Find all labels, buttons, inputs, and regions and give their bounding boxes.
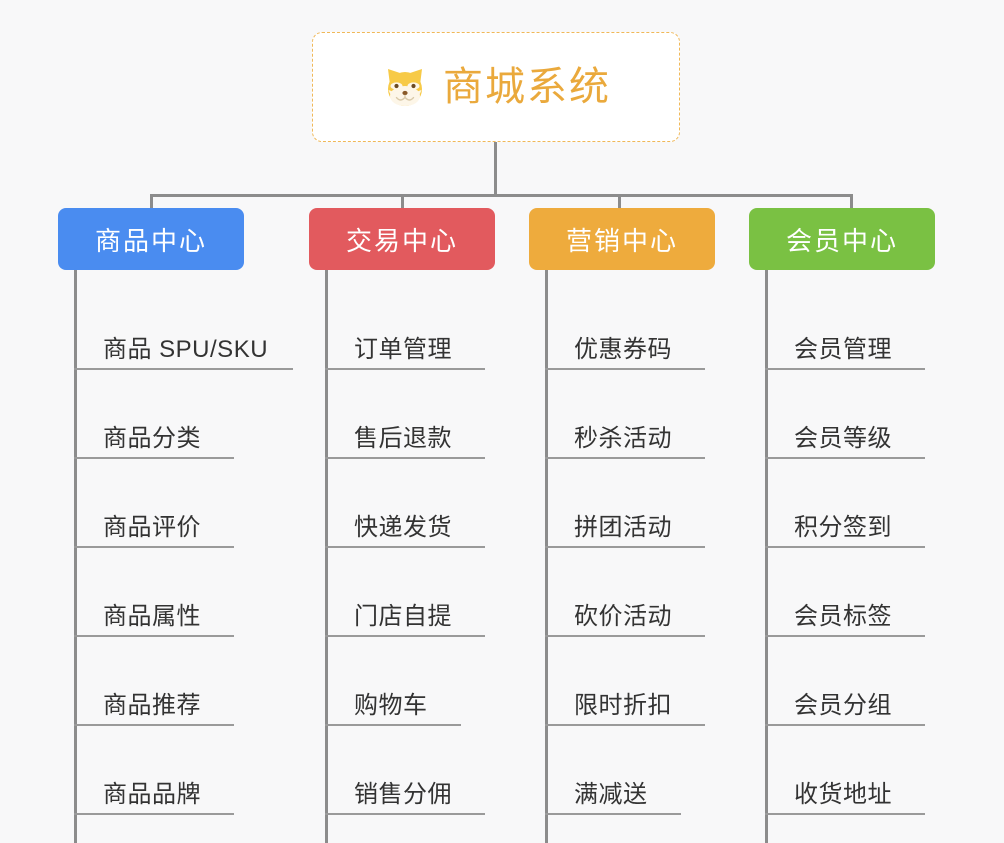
leaf-underline <box>765 368 925 370</box>
leaf-item[interactable]: 商品属性 <box>74 548 234 637</box>
leaf-underline <box>74 457 234 459</box>
leaf-item[interactable]: 秒杀活动 <box>545 370 705 459</box>
leaf-underline <box>74 724 234 726</box>
category-header-label: 交易中心 <box>345 225 458 256</box>
leaf-item[interactable]: 商品分类 <box>74 370 234 459</box>
category-header-label: 营销中心 <box>565 225 678 256</box>
leaf-underline <box>325 546 485 548</box>
leaf-item[interactable]: 砍价活动 <box>545 548 705 637</box>
leaf-label: 商品评价 <box>103 513 201 541</box>
leaf-label: 收货地址 <box>794 780 892 808</box>
leaf-label: 商品推荐 <box>103 691 201 719</box>
leaf-item[interactable]: 商品评价 <box>74 459 234 548</box>
leaf-underline <box>765 635 925 637</box>
leaf-underline <box>765 724 925 726</box>
column-spine <box>545 270 548 843</box>
connector-drop-marketing-center <box>618 194 621 211</box>
leaf-item[interactable]: 快递发货 <box>325 459 485 548</box>
leaf-underline <box>325 368 485 370</box>
connector-drop-product-center <box>150 194 153 211</box>
leaf-item[interactable]: 销售分佣 <box>325 726 485 815</box>
leaf-underline <box>74 546 234 548</box>
leaf-item[interactable]: 限时折扣 <box>545 637 705 726</box>
leaf-label: 门店自提 <box>354 602 452 630</box>
leaf-item[interactable]: 商品推荐 <box>74 637 234 726</box>
leaf-label: 订单管理 <box>354 335 452 363</box>
root-node[interactable]: 商城系统 <box>312 32 680 142</box>
category-header-trade-center[interactable]: 交易中心 <box>309 208 495 270</box>
column-spine <box>765 270 768 843</box>
leaf-item[interactable]: 会员分组 <box>765 637 925 726</box>
leaf-item[interactable]: 订单管理 <box>325 281 485 370</box>
category-header-product-center[interactable]: 商品中心 <box>58 208 244 270</box>
leaf-label: 快递发货 <box>354 513 452 541</box>
leaf-item[interactable]: 会员等级 <box>765 370 925 459</box>
leaf-underline <box>765 813 925 815</box>
leaf-underline <box>545 368 705 370</box>
leaf-underline <box>545 813 681 815</box>
leaf-item[interactable]: 拼团活动 <box>545 459 705 548</box>
leaf-label: 售后退款 <box>354 424 452 452</box>
leaf-label: 销售分佣 <box>354 780 452 808</box>
leaf-underline <box>74 635 234 637</box>
leaf-label: 限时折扣 <box>574 691 672 719</box>
leaf-label: 会员标签 <box>794 602 892 630</box>
leaf-label: 拼团活动 <box>574 513 672 541</box>
leaf-underline <box>325 724 461 726</box>
category-header-marketing-center[interactable]: 营销中心 <box>529 208 715 270</box>
leaf-underline <box>325 813 485 815</box>
leaf-underline <box>325 635 485 637</box>
shiba-dog-face-icon <box>381 63 429 111</box>
leaf-label: 砍价活动 <box>574 602 672 630</box>
leaf-underline <box>765 457 925 459</box>
leaf-item[interactable]: 门店自提 <box>325 548 485 637</box>
leaf-label: 商品分类 <box>103 424 201 452</box>
connector-drop-member-center <box>850 194 853 211</box>
root-title: 商城系统 <box>443 65 611 109</box>
leaf-underline <box>545 724 705 726</box>
leaf-item[interactable]: 优惠券码 <box>545 281 705 370</box>
leaf-underline <box>545 546 705 548</box>
column-spine <box>325 270 328 843</box>
leaf-item[interactable]: 商品 SPU/SKU <box>74 281 293 370</box>
leaf-item[interactable]: 积分签到 <box>765 459 925 548</box>
leaf-item[interactable]: 会员管理 <box>765 281 925 370</box>
category-header-label: 商品中心 <box>94 225 207 256</box>
leaf-item[interactable]: 会员标签 <box>765 548 925 637</box>
leaf-underline <box>325 457 485 459</box>
leaf-item[interactable]: 购物车 <box>325 637 461 726</box>
connector-drop-trade-center <box>401 194 404 211</box>
leaf-underline <box>765 546 925 548</box>
leaf-label: 满减送 <box>574 780 648 808</box>
connector-root-stem <box>494 142 497 197</box>
leaf-label: 购物车 <box>354 691 428 719</box>
leaf-label: 会员分组 <box>794 691 892 719</box>
leaf-item[interactable]: 商品品牌 <box>74 726 234 815</box>
leaf-label: 会员管理 <box>794 335 892 363</box>
leaf-label: 优惠券码 <box>574 335 672 363</box>
leaf-label: 会员等级 <box>794 424 892 452</box>
leaf-label: 商品 SPU/SKU <box>103 335 269 363</box>
leaf-underline <box>74 368 293 370</box>
connector-horizontal-bus <box>150 194 853 197</box>
category-header-member-center[interactable]: 会员中心 <box>749 208 935 270</box>
leaf-underline <box>545 635 705 637</box>
leaf-label: 商品品牌 <box>103 780 201 808</box>
leaf-item[interactable]: 收货地址 <box>765 726 925 815</box>
leaf-label: 商品属性 <box>103 602 201 630</box>
leaf-item[interactable]: 售后退款 <box>325 370 485 459</box>
leaf-underline <box>545 457 705 459</box>
leaf-label: 积分签到 <box>794 513 892 541</box>
leaf-item[interactable]: 满减送 <box>545 726 681 815</box>
leaf-underline <box>74 813 234 815</box>
category-header-label: 会员中心 <box>785 225 898 256</box>
column-spine <box>74 270 77 843</box>
leaf-label: 秒杀活动 <box>574 424 672 452</box>
